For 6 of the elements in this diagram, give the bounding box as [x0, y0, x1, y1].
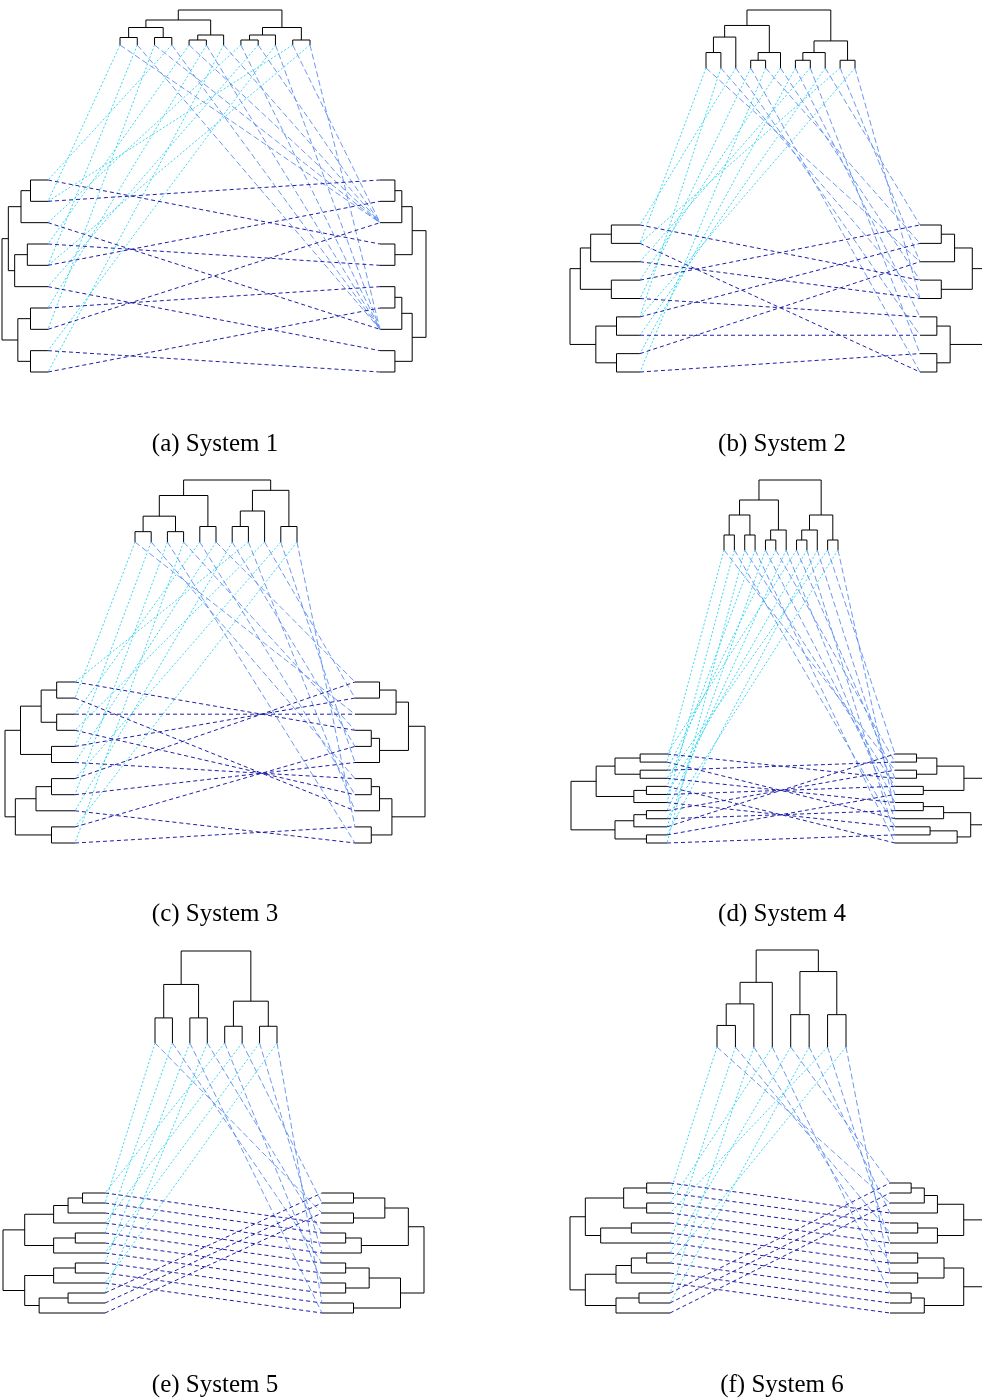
- subfigure-caption: (c) System 3: [151, 899, 279, 925]
- subfigure-caption: (a) System 1: [151, 429, 279, 455]
- subfigure-caption: (b) System 2: [718, 429, 846, 455]
- subfigure-caption: (e) System 5: [151, 1370, 279, 1396]
- subfigure-caption: (d) System 4: [718, 899, 846, 925]
- subfigure-caption: (f) System 6: [720, 1370, 844, 1396]
